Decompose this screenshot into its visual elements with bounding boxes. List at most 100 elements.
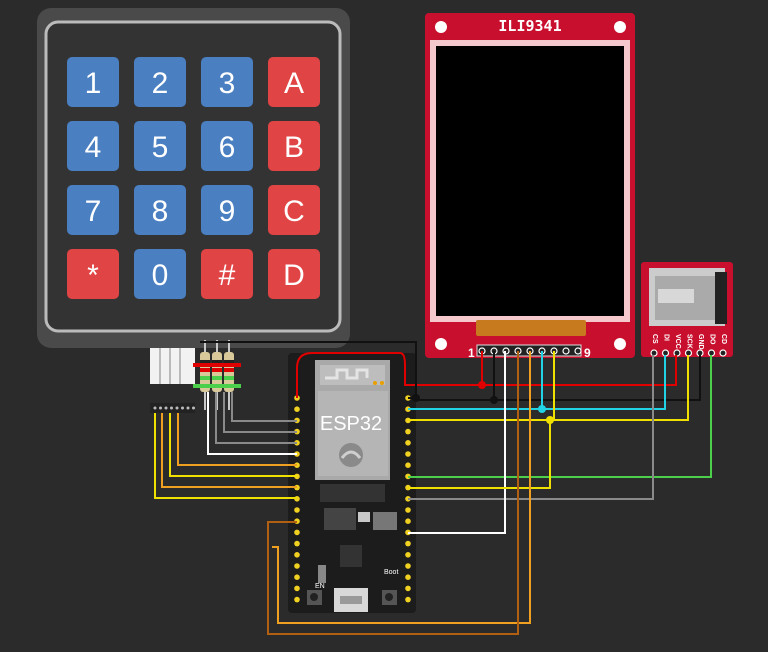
keypad-header-pin <box>181 406 184 410</box>
tft-display: ILI9341 1 9 <box>425 13 635 360</box>
keypad-key[interactable]: D <box>268 249 320 299</box>
sd-pin-label: DI <box>663 334 670 341</box>
esp32-pin-left <box>294 596 300 603</box>
display-flex-cable <box>476 320 586 336</box>
esp32-pin-right <box>405 552 411 558</box>
sd-pin-label: GND <box>697 334 704 350</box>
esp32-pin-left <box>294 540 300 547</box>
keypad-key-label: 4 <box>85 131 102 164</box>
keypad-key[interactable]: * <box>67 249 119 299</box>
wire-junction <box>490 396 498 404</box>
esp32-label: ESP32 <box>320 413 382 435</box>
wire-orange <box>161 412 297 488</box>
keypad-key[interactable]: 7 <box>67 185 119 235</box>
esp32-pin-right <box>405 440 411 446</box>
keypad-header-pin <box>159 406 162 410</box>
wire-yellow <box>169 412 297 477</box>
keypad-key-label: A <box>284 67 304 100</box>
esp32-pin-right <box>405 563 411 569</box>
esp32-pin-right <box>405 518 411 524</box>
wire-junction <box>538 405 546 413</box>
wire-yellow <box>408 420 551 489</box>
wire-junction <box>412 394 420 402</box>
keypad-key[interactable]: 4 <box>67 121 119 171</box>
keypad-key[interactable]: 6 <box>201 121 253 171</box>
keypad-key-label: 5 <box>152 131 169 164</box>
wire-gray <box>215 392 297 444</box>
keypad-key[interactable]: C <box>268 185 320 235</box>
display-screen <box>436 46 624 316</box>
keypad-key-label: 2 <box>152 67 169 100</box>
esp32-pin-right <box>405 507 411 513</box>
keypad-key-label: * <box>87 259 99 292</box>
keypad-key-label: D <box>283 259 305 292</box>
esp32-pin-right <box>405 462 411 469</box>
esp32-pin-right <box>405 596 411 603</box>
keypad-key[interactable]: 1 <box>67 57 119 107</box>
keypad-key[interactable]: 3 <box>201 57 253 107</box>
esp32-board: ESP32 EN Boot <box>288 353 416 613</box>
keypad: 1 2 3 A 4 5 6 B 7 8 9 C * 0 # D <box>37 8 350 348</box>
wire-orange <box>272 351 531 624</box>
display-title: ILI9341 <box>498 17 561 35</box>
wire-gray <box>408 355 654 500</box>
sd-pin-label: CD <box>720 334 727 344</box>
wire-junction <box>546 416 554 424</box>
keypad-key[interactable]: 5 <box>134 121 186 171</box>
keypad-header-pin <box>164 406 168 410</box>
wire-yellow <box>408 355 689 421</box>
wire-brown <box>267 351 519 635</box>
keypad-key-label: 9 <box>219 195 236 228</box>
keypad-key-label: 3 <box>219 67 236 100</box>
keypad-header-pin <box>175 406 179 410</box>
wire-cyan <box>408 355 666 410</box>
esp32-pin-left <box>294 552 300 558</box>
keypad-key-label: 1 <box>85 67 102 100</box>
sd-pin-label: CS <box>651 334 658 344</box>
display-pin-last: 9 <box>584 346 591 360</box>
wire-green <box>408 355 712 478</box>
wire-yellow <box>154 412 297 499</box>
keypad-key-label: # <box>219 259 236 292</box>
boot-label: Boot <box>384 569 398 576</box>
keypad-key[interactable]: B <box>268 121 320 171</box>
esp32-pin-right <box>405 574 411 580</box>
keypad-key-label: C <box>283 195 305 228</box>
resistor-network <box>150 340 241 410</box>
display-pin-first: 1 <box>468 346 475 360</box>
keypad-header <box>150 403 195 413</box>
esp32-pin-right <box>405 428 411 435</box>
sd-pin <box>719 349 727 357</box>
keypad-key-label: 8 <box>152 195 169 228</box>
keypad-key-label: B <box>284 131 304 164</box>
wire-red <box>296 352 677 398</box>
esp32-pin-left <box>294 529 300 536</box>
esp32-pin-right <box>405 585 411 592</box>
keypad-key[interactable]: # <box>201 249 253 299</box>
wire-gray <box>223 392 297 433</box>
keypad-key-label: 7 <box>85 195 102 228</box>
keypad-key[interactable]: 9 <box>201 185 253 235</box>
wire-gray <box>231 392 297 422</box>
wire-white <box>408 351 506 534</box>
sd-pin-label: DO <box>709 334 716 345</box>
display-pin <box>574 347 582 355</box>
esp32-pin-left <box>294 406 300 413</box>
keypad-key-label: 6 <box>219 131 236 164</box>
esp32-pin-left <box>294 574 300 580</box>
wire-white <box>207 392 297 455</box>
wire-junction <box>478 381 486 389</box>
sd-pin-label: VCC <box>674 334 681 349</box>
en-label: EN <box>315 583 325 590</box>
esp32-pin-left <box>294 585 300 592</box>
keypad-key[interactable]: 2 <box>134 57 186 107</box>
keypad-key[interactable]: A <box>268 57 320 107</box>
esp32-pin-left <box>294 563 300 569</box>
keypad-key[interactable]: 8 <box>134 185 186 235</box>
keypad-key[interactable]: 0 <box>134 249 186 299</box>
esp32-pin-left <box>294 507 300 513</box>
keypad-key-label: 0 <box>152 259 169 292</box>
keypad-header-pin <box>153 406 157 410</box>
